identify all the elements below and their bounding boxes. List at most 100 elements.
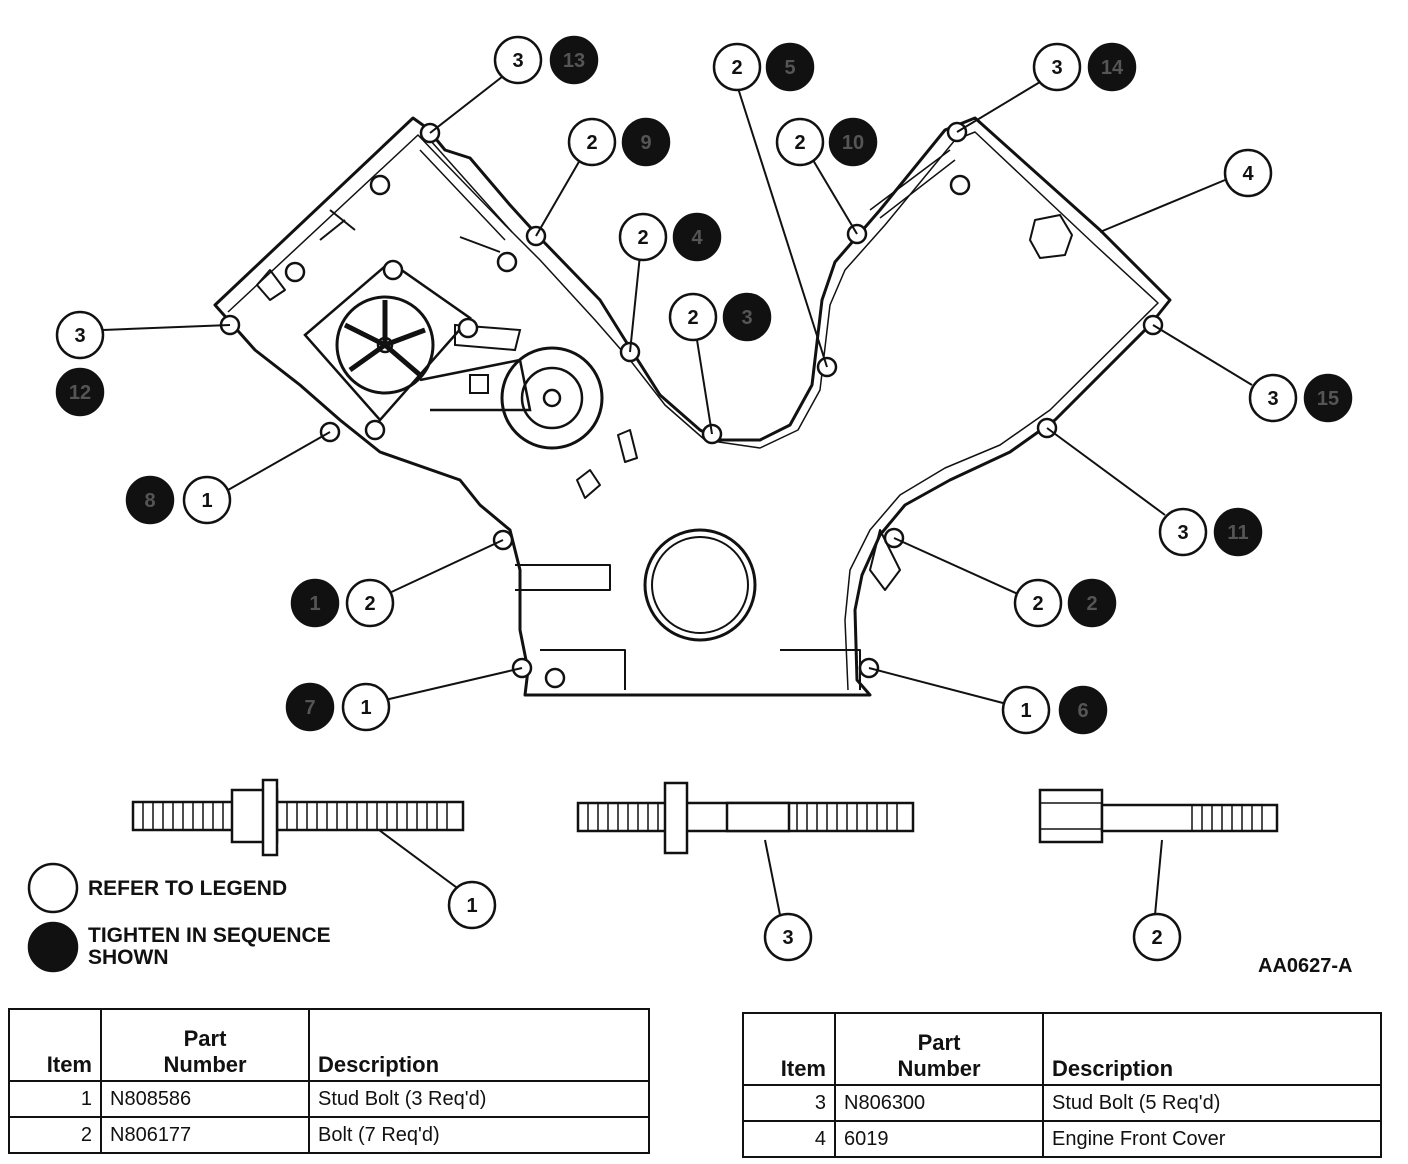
sequence-callout: 7: [285, 682, 335, 732]
fastener-callout: 2: [1132, 912, 1182, 962]
item-callout-label: 2: [1032, 593, 1043, 615]
sequence-callout-label: 12: [69, 382, 91, 404]
item-callout-label: 3: [512, 50, 523, 72]
item-callout: 2: [345, 578, 395, 628]
sequence-callout: 4: [672, 212, 722, 262]
item-callout-label: 2: [731, 57, 742, 79]
cell-desc: Engine Front Cover: [1042, 1120, 1382, 1158]
cell-item: 1: [8, 1080, 102, 1118]
stud-bolt-3: [576, 781, 915, 855]
table-row: 2 N806177 Bolt (7 Req'd): [8, 1116, 650, 1154]
item-callout: 2: [712, 42, 762, 92]
sequence-callout: 1: [290, 578, 340, 628]
cell-part: 6019: [834, 1120, 1044, 1158]
stud-bolt-1: [131, 778, 465, 857]
sequence-callout: 12: [55, 367, 105, 417]
sequence-callout: 15: [1303, 373, 1353, 423]
sequence-callout-label: 7: [304, 697, 315, 719]
item-callout: 3: [1158, 507, 1208, 557]
cell-desc: Stud Bolt (5 Req'd): [1042, 1084, 1382, 1122]
item-callout: 2: [1013, 578, 1063, 628]
crankshaft-seal: [643, 528, 757, 642]
fastener-callout: 1: [447, 880, 497, 930]
item-callout-label: 1: [1020, 700, 1031, 722]
item-callout: 2: [618, 212, 668, 262]
sequence-callout-label: 10: [842, 132, 864, 154]
sequence-callout-label: 14: [1101, 57, 1124, 79]
fastener-callout-label: 3: [782, 927, 793, 949]
cell-part: N808586: [100, 1080, 310, 1118]
sequence-callout-label: 1: [309, 593, 320, 615]
legend-refer-label: REFER TO LEGEND: [88, 877, 288, 900]
header-part-line1: Part: [183, 1026, 227, 1051]
legend-filled-circle: [27, 921, 79, 973]
table-row: 1 N808586 Stud Bolt (3 Req'd): [8, 1080, 650, 1118]
sequence-callout-label: 2: [1086, 593, 1097, 615]
item-callout-label: 2: [586, 132, 597, 154]
item-callout-label: 1: [201, 490, 212, 512]
header-description: Description: [308, 1008, 650, 1082]
sequence-callout: 9: [621, 117, 671, 167]
legend-tighten-line1: TIGHTEN IN SEQUENCE: [88, 924, 331, 947]
item-callout: 3: [1248, 373, 1298, 423]
cell-part: N806177: [100, 1116, 310, 1154]
item-callout: 1: [341, 682, 391, 732]
item-callout-label: 3: [74, 325, 85, 347]
header-item: Item: [742, 1012, 836, 1086]
item-callout-label: 2: [364, 593, 375, 615]
fastener-markers: 1 3 2: [447, 880, 1182, 962]
item-callout-label: 4: [1242, 163, 1254, 185]
sequence-callout-label: 4: [691, 227, 703, 249]
header-part-line1: Part: [917, 1030, 961, 1055]
header-item: Item: [8, 1008, 102, 1082]
cell-item: 2: [8, 1116, 102, 1154]
water-pump: [303, 260, 532, 422]
sequence-callout: 2: [1067, 578, 1117, 628]
fastener-callout: 3: [763, 912, 813, 962]
item-callout-label: 2: [687, 307, 698, 329]
item-callout: 3: [493, 35, 543, 85]
item-callout: 1: [1001, 685, 1051, 735]
cell-item: 4: [742, 1120, 836, 1158]
sequence-callout: 14: [1087, 42, 1137, 92]
item-callout: 1: [182, 475, 232, 525]
sequence-callout: 11: [1213, 507, 1263, 557]
cell-desc: Stud Bolt (3 Req'd): [308, 1080, 650, 1118]
item-callout: 4: [1223, 148, 1273, 198]
sequence-callout-label: 13: [563, 50, 585, 72]
header-description: Description: [1042, 1012, 1382, 1086]
table-row: 4 6019 Engine Front Cover: [742, 1120, 1382, 1158]
table-row: 3 N806300 Stud Bolt (5 Req'd): [742, 1084, 1382, 1122]
item-callout: 2: [775, 117, 825, 167]
item-callout: 3: [55, 310, 105, 360]
bolt-2: [1038, 788, 1279, 844]
sequence-callout-label: 3: [741, 307, 752, 329]
sequence-callout-label: 15: [1317, 388, 1339, 410]
sequence-callout-label: 8: [144, 490, 155, 512]
header-part-line2: Number: [897, 1056, 981, 1081]
legend-open-circle: [27, 862, 79, 914]
leader-lines: [102, 72, 1253, 916]
sequence-callout: 10: [828, 117, 878, 167]
sequence-callout: 5: [765, 42, 815, 92]
cell-desc: Bolt (7 Req'd): [308, 1116, 650, 1154]
item-callout: 2: [567, 117, 617, 167]
item-callout: 2: [668, 292, 718, 342]
item-callout-label: 3: [1177, 522, 1188, 544]
item-callout-label: 1: [360, 697, 371, 719]
legend-tighten-label: TIGHTEN IN SEQUENCE SHOWN: [88, 925, 331, 969]
figure-id: AA0627-A: [1258, 955, 1353, 977]
fastener-callout-label: 2: [1151, 927, 1162, 949]
fastener-callout-label: 1: [466, 895, 477, 917]
sequence-callout-label: 6: [1077, 700, 1088, 722]
sequence-callout: 13: [549, 35, 599, 85]
cell-item: 3: [742, 1084, 836, 1122]
